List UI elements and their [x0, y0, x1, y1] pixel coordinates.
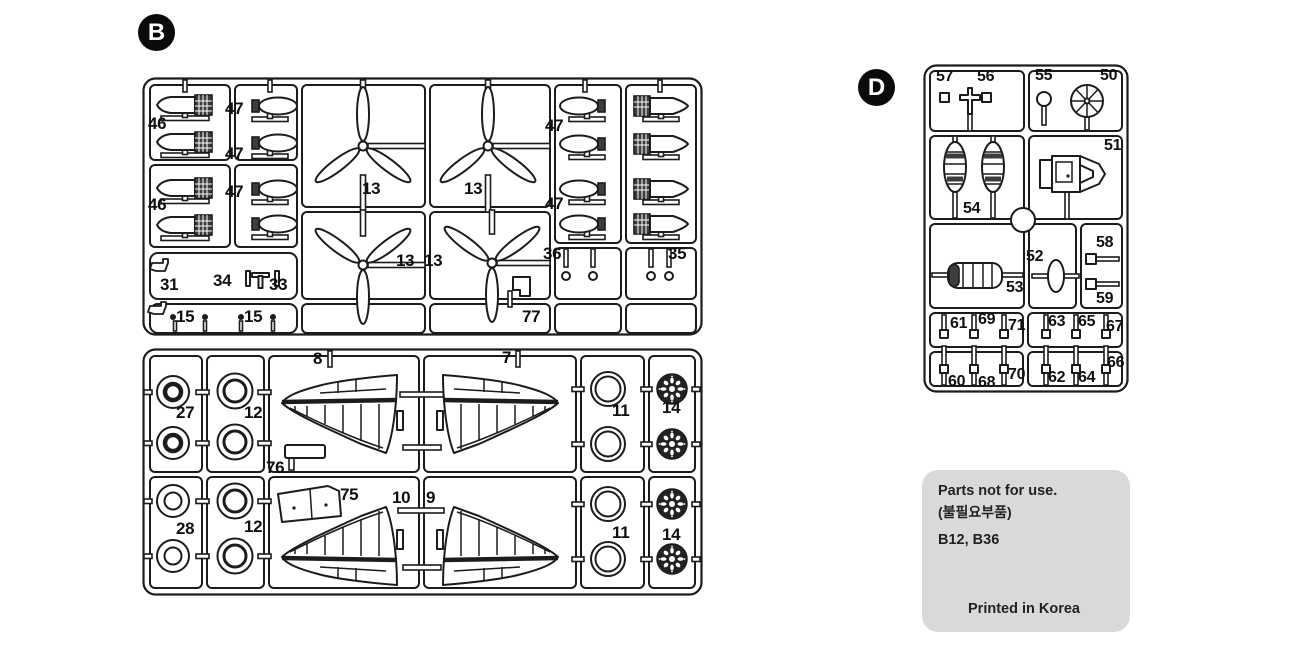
part-number-label: 9: [426, 488, 436, 507]
part-number-label: 62: [1048, 369, 1066, 386]
part-number-label: 57: [936, 68, 954, 85]
part-number-label: 13: [424, 251, 443, 270]
part-number-label: 66: [1107, 354, 1125, 371]
part-57-56: [939, 87, 992, 132]
runner-junction-circle: [1010, 207, 1036, 233]
part-number-label: 68: [978, 374, 996, 391]
part-small-squares: [939, 314, 1111, 386]
part-number-label: 47: [225, 144, 244, 163]
part-number-label: 10: [392, 488, 411, 507]
part-number-label: 58: [1096, 234, 1114, 251]
part-number-label: 59: [1096, 290, 1114, 307]
part-number-label: 76: [266, 458, 285, 477]
part-number-label: 13: [362, 179, 381, 198]
printed-in-korea: Printed in Korea: [968, 601, 1080, 617]
part-number-label: 53: [1006, 279, 1024, 296]
part-number-label: 50: [1100, 67, 1118, 84]
part-number-label: 63: [1048, 313, 1066, 330]
part-number-label: 47: [225, 182, 244, 201]
part-number-label: 13: [396, 251, 415, 270]
part-number-label: 47: [545, 116, 564, 135]
part-51-cowl: [1039, 155, 1106, 220]
part-number-label: 15: [176, 307, 195, 326]
part-number-label: 47: [225, 99, 244, 118]
part-15-dots: [147, 301, 276, 332]
part-number-label: 27: [176, 403, 195, 422]
sprue-b-badge: B: [138, 14, 175, 51]
part-number-label: 54: [963, 200, 981, 217]
part-propeller-13: [311, 86, 551, 325]
part-number-label: 14: [662, 398, 681, 417]
sprue-b-top-frame: [142, 77, 703, 336]
part-number-label: 70: [1008, 366, 1026, 383]
part-number-label: 47: [545, 194, 564, 213]
notes-title: Parts not for use.: [938, 483, 1058, 499]
part-54-seats: [943, 135, 1005, 219]
part-number-label: 46: [148, 195, 167, 214]
part-number-label: 71: [1008, 317, 1026, 334]
runner-connectors: [143, 350, 701, 571]
part-number-label: 31: [160, 275, 179, 294]
part-number-label: 60: [948, 373, 966, 390]
part-number-label: 69: [978, 311, 996, 328]
part-number-label: 75: [340, 485, 359, 504]
part-58-59: [1085, 253, 1120, 290]
part-number-label: 12: [244, 517, 263, 536]
part-75-cowl: [277, 485, 342, 523]
part-number-label: 13: [464, 179, 483, 198]
part-number-label: 51: [1104, 137, 1122, 154]
part-number-label: 77: [522, 307, 541, 326]
part-76-plate: [284, 444, 326, 471]
part-number-label: 36: [543, 244, 562, 263]
part-31-34-33: [149, 258, 280, 289]
notes-subtitle-korean: (불필요부품): [938, 504, 1012, 520]
sprue-b-bottom-frame: [142, 348, 703, 596]
sprue-d-frame: [923, 64, 1129, 393]
part-number-label: 11: [612, 401, 630, 420]
part-number-label: 7: [502, 348, 512, 367]
part-55-50: [1036, 84, 1104, 131]
part-number-label: 11: [612, 523, 630, 542]
sprue-d-badge: D: [858, 69, 895, 106]
part-number-label: 52: [1026, 248, 1044, 265]
part-52-oval: [1031, 259, 1080, 293]
part-number-label: 8: [313, 349, 323, 368]
part-number-label: 56: [977, 68, 995, 85]
part-number-label: 34: [213, 271, 232, 290]
part-number-label: 67: [1106, 318, 1124, 335]
part-53-roll: [931, 262, 1024, 289]
part-77-bracket: [507, 276, 531, 308]
part-number-label: 55: [1035, 67, 1053, 84]
part-number-label: 33: [269, 275, 288, 294]
part-number-label: 15: [244, 307, 263, 326]
part-number-label: 35: [668, 244, 687, 263]
part-number-label: 14: [662, 525, 681, 544]
part-number-label: 12: [244, 403, 263, 422]
part-number-label: 64: [1078, 369, 1096, 386]
parts-not-for-use-box: Parts not for use. (불필요부품) B12, B36 Prin…: [922, 470, 1130, 632]
part-36-35-domes: [561, 248, 674, 281]
part-number-label: 61: [950, 315, 968, 332]
part-number-label: 28: [176, 519, 195, 538]
part-number-label: 46: [148, 114, 167, 133]
part-number-label: 65: [1078, 313, 1096, 330]
notes-part-list: B12, B36: [938, 532, 1000, 548]
